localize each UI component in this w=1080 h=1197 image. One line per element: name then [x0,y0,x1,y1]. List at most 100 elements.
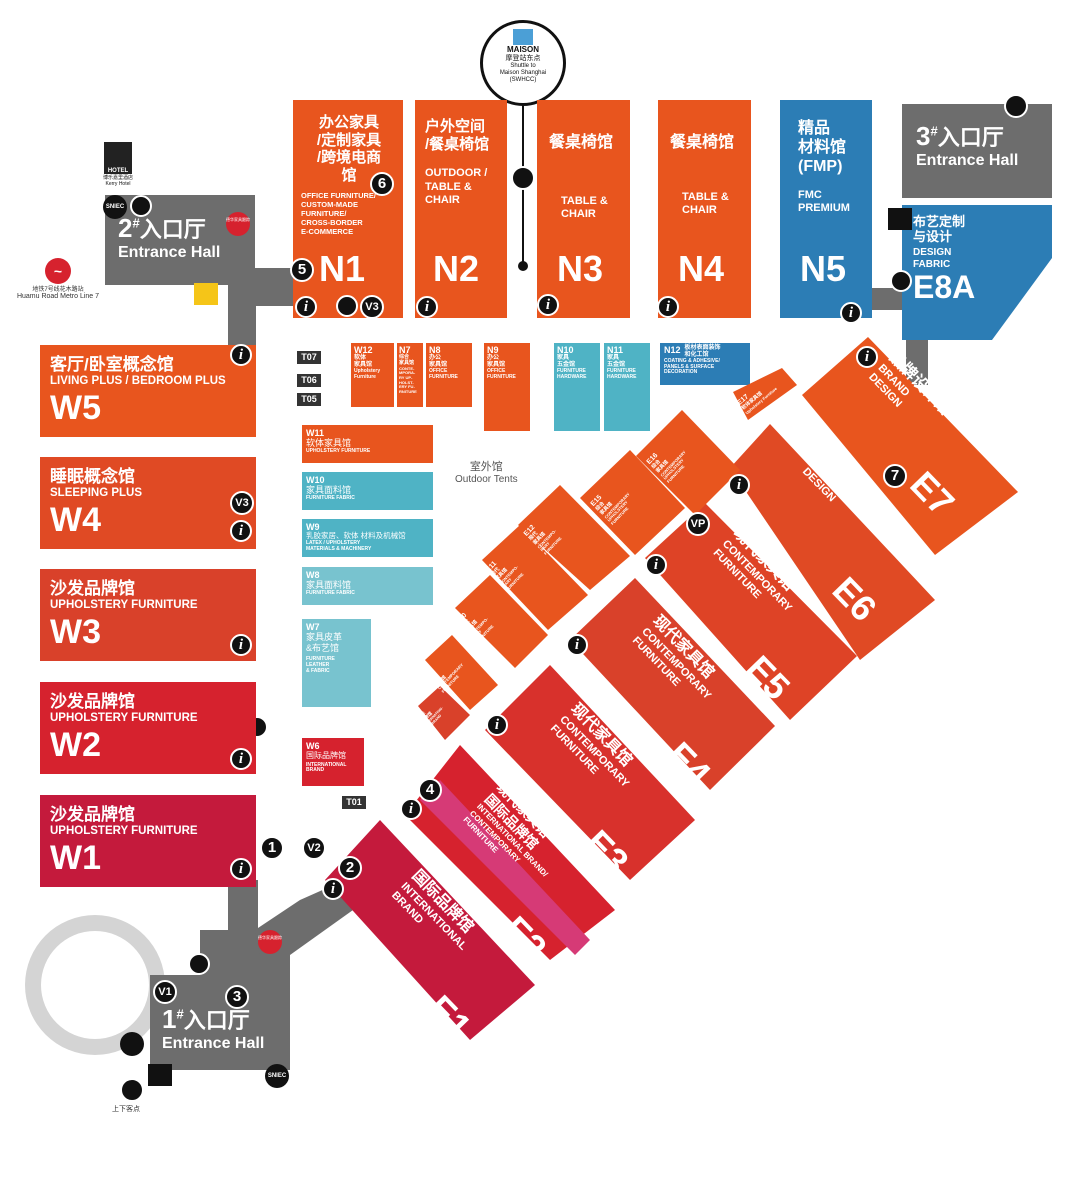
hall-w10[interactable]: W10 家具面料馆 FURNITURE FABRIC [302,472,433,510]
hall-w6-code: W6 [306,741,320,751]
hall-w1[interactable]: 沙发品牌馆 UPHOLSTERY FURNITURE W1 [40,795,256,887]
hall-e16-shape[interactable] [636,410,740,515]
hall-n3[interactable]: 餐桌椅馆 TABLE & CHAIR N3 [537,100,630,318]
hall-w3-zh: 沙发品牌馆 [50,579,135,598]
marker-5[interactable]: 5 [290,258,314,282]
marker-v3-w4[interactable]: V3 [230,491,254,515]
hall-n12[interactable]: N12 板材表面装饰 和化工馆 COATING & ADHESIVE/ PANE… [660,343,750,385]
info-w3[interactable]: i [230,634,252,656]
hall-e9-shape[interactable] [425,635,498,710]
info-e4[interactable]: i [566,634,588,656]
entrance-3-num: 3 [916,121,931,151]
hall-n5[interactable]: 精品 材料馆 (FMP) FMC PREMIUM N5 [780,100,872,318]
info-e7[interactable]: i [856,346,878,368]
hall-n8-en: OFFICE FURNITURE [429,368,458,380]
tent-t06[interactable]: T06 [297,374,321,387]
hall-e15-shape[interactable] [580,450,685,555]
hall-n9-code: N9 [487,345,499,355]
hall-n11[interactable]: N11 家具 五金馆 FURNITURE HARDWARE [604,343,650,431]
info-e1[interactable]: i [322,878,344,900]
marker-2[interactable]: 2 [338,856,362,880]
maison-shuttle-badge[interactable]: MAISON 摩登站东点 Shuttle to Maison Shanghai … [480,20,566,106]
hall-n4-code: N4 [678,248,725,289]
info-e2[interactable]: i [400,798,422,820]
info-e3[interactable]: i [486,714,508,736]
hall-e5-shape[interactable] [645,503,857,720]
vip-badge-bottom: 德华家具跟踪 [258,930,282,954]
hall-e11-shape[interactable] [482,525,588,630]
marker-7[interactable]: 7 [883,464,907,488]
hall-intl-small-shape[interactable] [418,686,470,740]
entrance-3[interactable]: 3#入口厅 Entrance Hall [916,120,1046,170]
entrance-2[interactable]: 2#入口厅 Entrance Hall [118,212,248,262]
info-w5[interactable]: i [230,344,252,366]
hall-w3[interactable]: 沙发品牌馆 UPHOLSTERY FURNITURE W3 [40,569,256,661]
pickup-label: 上下客点 [112,1106,140,1113]
vip-badge-top: 德华家具跟踪 [226,212,250,236]
hotel-en: Kerry Hotel [105,181,131,187]
marker-4[interactable]: 4 [418,778,442,802]
hall-e12-shape[interactable] [518,485,630,590]
hall-w3-code: W3 [50,612,101,651]
marker-6[interactable]: 6 [370,172,394,196]
metro-zh: 地铁7号线花木路站 [32,287,84,293]
hall-e8a-shape[interactable] [902,205,1052,340]
hall-n1[interactable]: 办公家具 /定制家具 /跨境电商 馆 OFFICE FURNITURE/ CUS… [293,100,403,318]
tent-t01[interactable]: T01 [342,796,366,809]
entrance-1[interactable]: 1#入口厅 Entrance Hall [162,1003,287,1053]
hotel-landmark[interactable]: HOTEL 博乐嘉里酒店 Kerry Hotel [96,142,140,187]
tent-t07[interactable]: T07 [297,351,321,364]
hall-n2[interactable]: 户外空间 /餐桌椅馆 OUTDOOR / TABLE & CHAIR N2 [415,100,507,318]
marker-3[interactable]: 3 [225,985,249,1009]
info-w4[interactable]: i [230,520,252,542]
marker-v1[interactable]: V1 [153,980,177,1004]
meeting-icon-bottom [148,1064,172,1086]
hall-n5-code: N5 [800,248,847,289]
hall-n8[interactable]: N8 办公 家具馆 OFFICE FURNITURE [426,343,472,407]
info-n3[interactable]: i [537,294,559,316]
hall-w12[interactable]: W12 软体 家具馆 Upholstery Furniture [351,343,394,407]
hall-n5-en: FMC PREMIUM [798,188,850,214]
hall-w5[interactable]: 客厅/卧室概念馆 LIVING PLUS / BEDROOM PLUS W5 [40,345,256,437]
hall-w4[interactable]: 睡眠概念馆 SLEEPING PLUS W4 [40,457,256,549]
info-w1[interactable]: i [230,858,252,880]
marker-v3-n1[interactable]: V3 [360,295,384,319]
hall-n4[interactable]: 餐桌椅馆 TABLE & CHAIR N4 [658,100,751,318]
info-w2[interactable]: i [230,748,252,770]
hall-e8a[interactable]: 布艺定制 与设计 DESIGN FABRIC E8A [913,214,1033,334]
hall-w7[interactable]: W7 家具皮革 &布艺馆 FURNITURE LEATHER & FABRIC [302,619,371,707]
hall-e7-shape[interactable] [802,337,1018,555]
hall-w12-en: Upholstery Furniture [354,368,381,380]
marker-vp[interactable]: VP [686,512,710,536]
hall-e1-shape[interactable] [325,820,535,1040]
info-n2[interactable]: i [416,296,438,318]
outdoor-zh: 室外馆 [469,461,503,473]
metro-landmark[interactable]: ~ 地铁7号线花木路站 Huamu Road Metro Line 7 [8,258,108,300]
info-e5[interactable]: i [645,554,667,576]
hall-w9[interactable]: W9 乳胶家居、软体 材料及机械馆 LATEX / UPHOLSTERY MAT… [302,519,433,557]
info-e6[interactable]: i [728,474,750,496]
hall-e10-shape[interactable] [455,575,548,668]
hall-e4-shape[interactable] [570,578,775,790]
hall-w11[interactable]: W11 软体家具馆 UPHOLSTERY FURNITURE [302,425,433,463]
info-n5[interactable]: i [840,302,862,324]
hall-w6-en: INTERNATIONAL BRAND [306,761,347,774]
entrance-2-zh: 入口厅 [139,217,206,242]
hall-e6-shape[interactable] [730,424,935,660]
hall-n7[interactable]: N7 综合 家具馆 CONTE- MPORA- RY UP- HOLST- ER… [397,343,423,407]
hall-w2-code: W2 [50,725,101,764]
info-n4[interactable]: i [657,296,679,318]
hall-w8[interactable]: W8 家具面料馆 FURNITURE FABRIC [302,567,433,605]
hall-e3-shape[interactable] [485,665,695,880]
entrance-1-num: 1 [162,1004,177,1034]
hall-e17-shape[interactable] [733,368,797,420]
marker-1[interactable]: 1 [260,836,284,860]
tent-t05[interactable]: T05 [297,393,321,406]
hall-w11-en: UPHOLSTERY FURNITURE [306,447,371,454]
marker-v2[interactable]: V2 [302,836,326,860]
info-n1[interactable]: i [295,296,317,318]
hall-w6[interactable]: W6 国际品牌馆 INTERNATIONAL BRAND [302,738,364,786]
hall-w2[interactable]: 沙发品牌馆 UPHOLSTERY FURNITURE W2 [40,682,256,774]
hall-n9[interactable]: N9 办公 家具馆 OFFICE FURNITURE [484,343,530,431]
hall-n10[interactable]: N10 家具 五金馆 FURNITURE HARDWARE [554,343,600,431]
